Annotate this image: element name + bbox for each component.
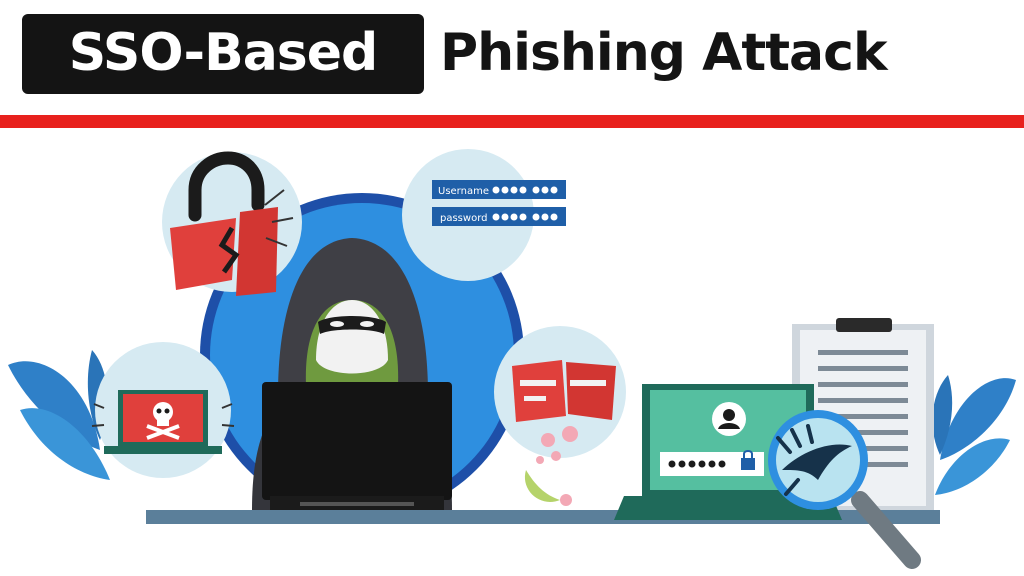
leaf-icon-right — [932, 375, 1016, 495]
title-highlight: SSO-Based — [68, 23, 378, 83]
torn-credit-card-icon — [494, 326, 626, 506]
magnifier-claw-icon — [768, 410, 921, 569]
title-highlight-box: SSO-Based — [22, 14, 424, 94]
skull-laptop-icon — [91, 342, 235, 478]
hacker-laptop — [262, 382, 452, 510]
password-label: password — [440, 213, 487, 224]
credentials-bubble: Username password — [402, 149, 566, 281]
illustration: Username password — [8, 149, 1016, 569]
broken-padlock-icon — [162, 151, 302, 296]
username-label: Username — [438, 186, 489, 197]
title-rest: Phishing Attack — [440, 23, 888, 83]
red-divider — [0, 115, 1024, 128]
leaf-icon-left — [8, 350, 110, 480]
